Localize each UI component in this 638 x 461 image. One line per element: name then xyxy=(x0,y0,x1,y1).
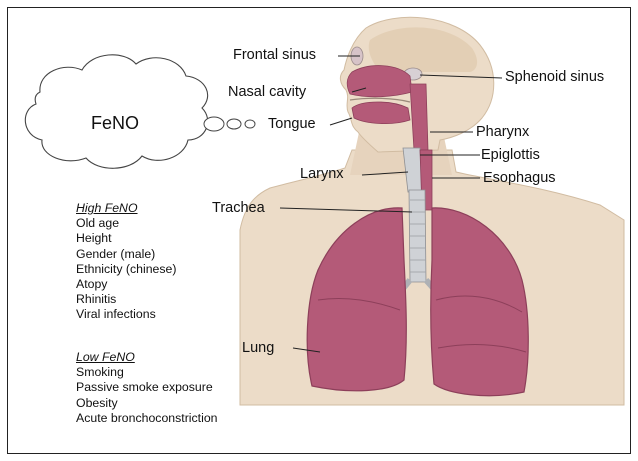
list-item: Smoking xyxy=(76,365,218,380)
feno-cloud-label: FeNO xyxy=(91,113,139,133)
label-trachea: Trachea xyxy=(212,200,265,216)
thought-bubble-medium xyxy=(227,119,241,129)
label-lung: Lung xyxy=(242,340,274,356)
label-tongue: Tongue xyxy=(268,116,316,132)
label-pharynx: Pharynx xyxy=(476,124,529,140)
label-sphenoid-sinus: Sphenoid sinus xyxy=(505,69,604,85)
low-feno-list: Low FeNO Smoking Passive smoke exposure … xyxy=(76,350,218,426)
list-item: Atopy xyxy=(76,277,176,292)
label-esophagus: Esophagus xyxy=(483,170,556,186)
low-feno-heading: Low FeNO xyxy=(76,350,218,365)
thought-bubble-small xyxy=(245,120,255,128)
list-item: Acute bronchoconstriction xyxy=(76,411,218,426)
list-item: Gender (male) xyxy=(76,247,176,262)
list-item: Height xyxy=(76,231,176,246)
list-item: Passive smoke exposure xyxy=(76,380,218,395)
tongue-shape xyxy=(352,102,410,124)
list-item: Rhinitis xyxy=(76,292,176,307)
thought-cloud xyxy=(25,55,207,168)
list-item: Old age xyxy=(76,216,176,231)
label-frontal-sinus: Frontal sinus xyxy=(233,47,316,63)
label-nasal-cavity: Nasal cavity xyxy=(228,84,306,100)
list-item: Obesity xyxy=(76,396,218,411)
list-item: Ethnicity (chinese) xyxy=(76,262,176,277)
label-epiglottis: Epiglottis xyxy=(481,147,540,163)
high-feno-list: High FeNO Old age Height Gender (male) E… xyxy=(76,201,176,323)
high-feno-heading: High FeNO xyxy=(76,201,176,216)
list-item: Viral infections xyxy=(76,307,176,322)
label-larynx: Larynx xyxy=(300,166,344,182)
nasal-cavity-shape xyxy=(347,66,412,97)
thought-bubble-large xyxy=(204,117,224,131)
